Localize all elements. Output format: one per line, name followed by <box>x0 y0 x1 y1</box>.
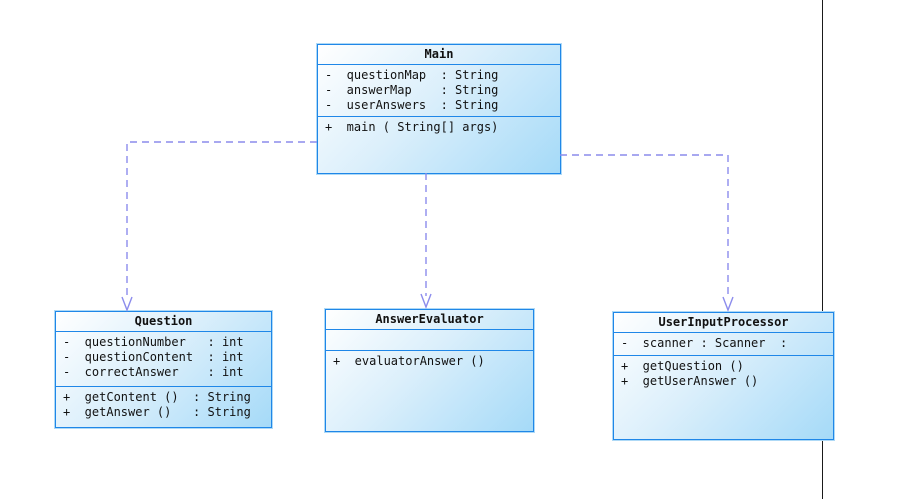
attributes-compartment <box>326 330 533 351</box>
method-row: + main ( String[] args) <box>325 120 499 134</box>
attributes-compartment: - questionNumber : int - questionContent… <box>56 332 271 387</box>
attribute-row: - questionContent : int <box>63 350 244 364</box>
attribute-row: - questionMap : String <box>325 68 499 82</box>
dependency-arrow-main-to-answer-evaluator <box>420 173 432 309</box>
methods-compartment: + getContent () : String + getAnswer () … <box>56 387 271 427</box>
attribute-row: - correctAnswer : int <box>63 365 244 379</box>
method-row: + evaluatorAnswer () <box>333 354 485 368</box>
methods-compartment: + main ( String[] args) <box>318 117 560 173</box>
class-box-question[interactable]: Question - questionNumber : int - questi… <box>55 311 272 428</box>
class-box-main[interactable]: Main - questionMap : String - answerMap … <box>317 44 561 174</box>
attribute-row: - userAnswers : String <box>325 98 499 112</box>
method-row: + getUserAnswer () <box>621 374 759 388</box>
class-title: Main <box>318 45 560 65</box>
class-box-answer-evaluator[interactable]: AnswerEvaluator + evaluatorAnswer () <box>325 309 534 432</box>
attribute-row: - scanner : Scanner : <box>621 336 788 350</box>
attributes-compartment: - scanner : Scanner : <box>614 333 833 356</box>
method-row: + getQuestion () <box>621 359 744 373</box>
dependency-arrow-main-to-user-input-processor <box>560 154 734 312</box>
class-title: Question <box>56 312 271 332</box>
attributes-compartment: - questionMap : String - answerMap : Str… <box>318 65 560 117</box>
dependency-arrow-main-to-question <box>121 141 317 312</box>
class-box-user-input-processor[interactable]: UserInputProcessor - scanner : Scanner :… <box>613 312 834 440</box>
class-title: AnswerEvaluator <box>326 310 533 330</box>
methods-compartment: + evaluatorAnswer () <box>326 351 533 431</box>
method-row: + getAnswer () : String <box>63 405 251 419</box>
attribute-row: - questionNumber : int <box>63 335 244 349</box>
method-row: + getContent () : String <box>63 390 251 404</box>
class-title: UserInputProcessor <box>614 313 833 333</box>
attribute-row: - answerMap : String <box>325 83 499 97</box>
page-boundary-line <box>822 0 823 499</box>
methods-compartment: + getQuestion () + getUserAnswer () <box>614 356 833 439</box>
